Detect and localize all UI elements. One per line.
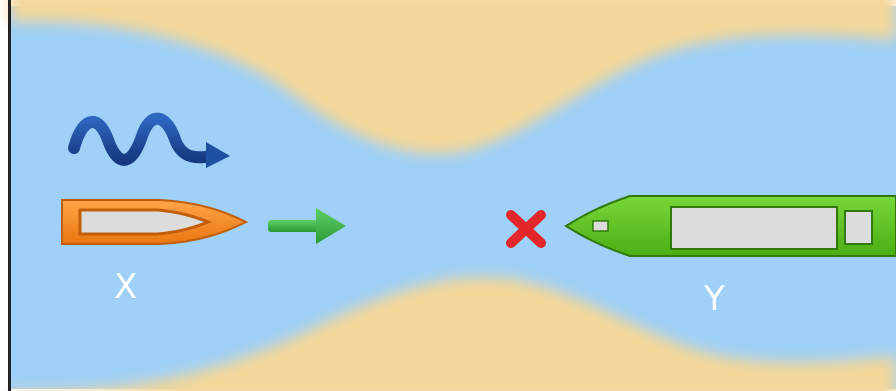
ship-y-porthole [593, 221, 608, 231]
ship-y-bridge [845, 211, 872, 244]
label-y: Y [703, 279, 725, 319]
ship-y [566, 196, 896, 256]
frame-left-border [8, 0, 11, 391]
ship-y-cabin [671, 207, 837, 249]
label-x: X [114, 267, 137, 307]
